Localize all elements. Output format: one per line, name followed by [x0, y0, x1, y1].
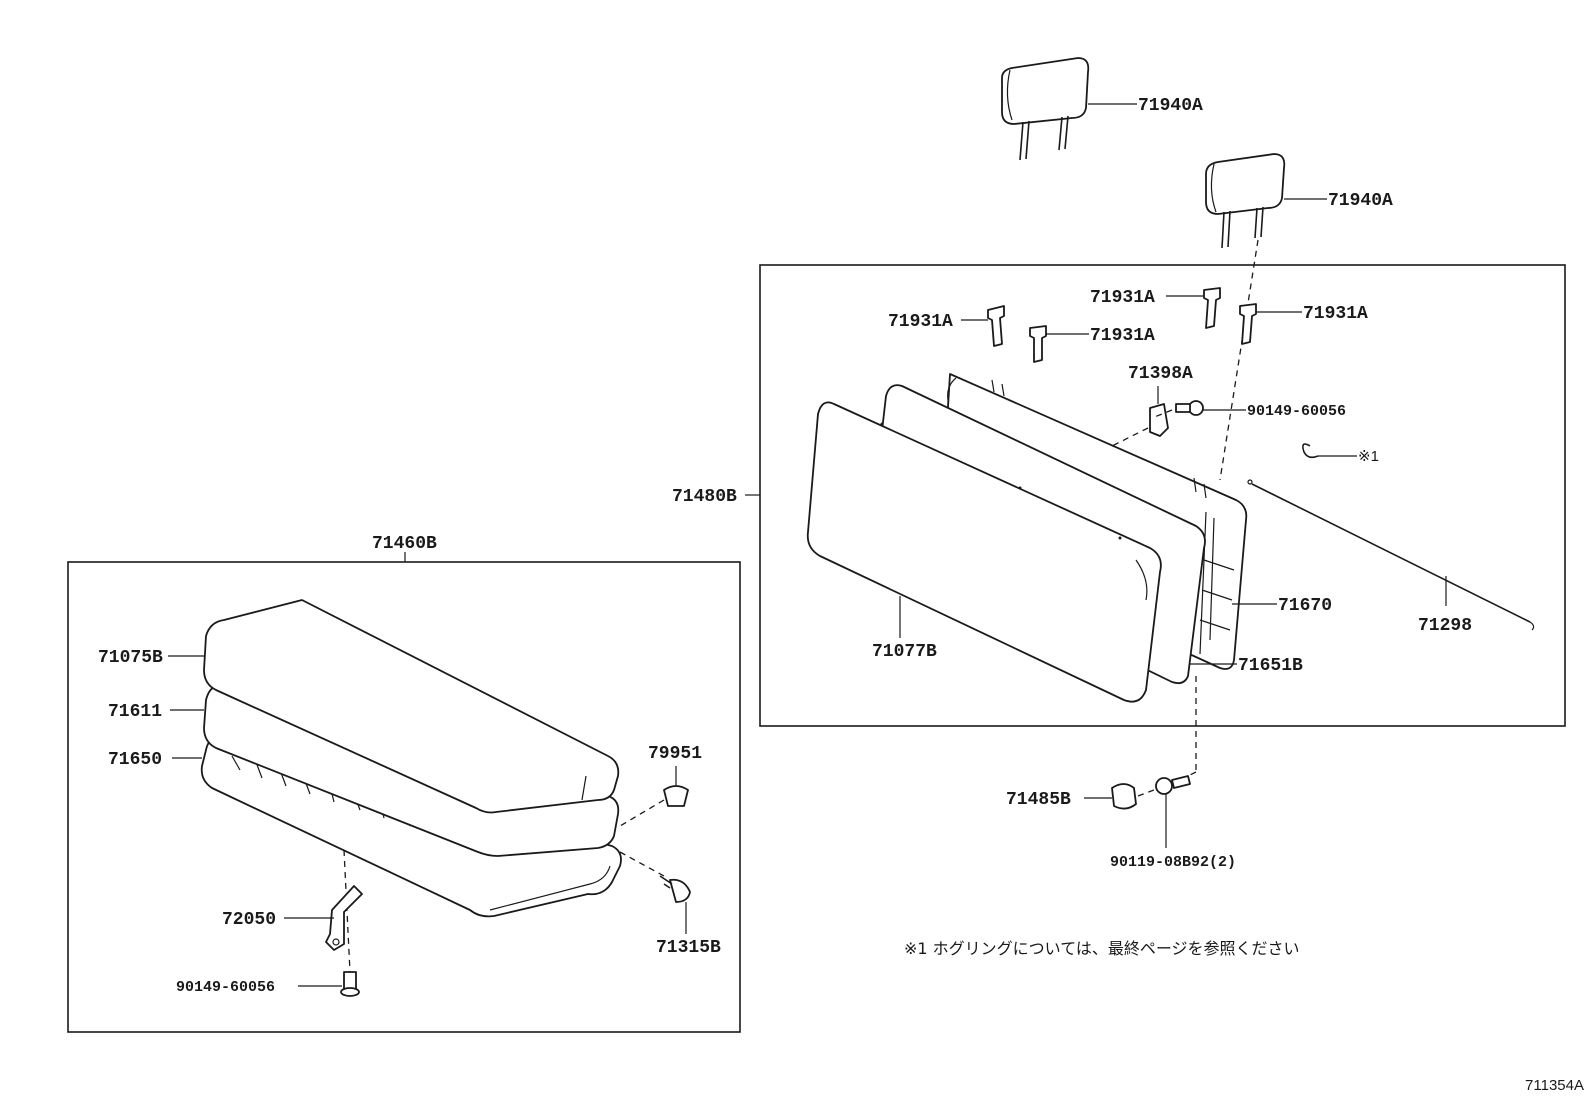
bolt-upper: [1175, 400, 1204, 416]
label-cushion-frame: 71650: [108, 750, 162, 770]
dash-headrest-guide: [1219, 239, 1259, 481]
dash-hinge-cover: [1111, 427, 1149, 447]
label-bolt-lower: 90149-60056: [176, 979, 275, 996]
dash-clip: [619, 799, 665, 827]
seat-cushion-frame-box: [67, 561, 741, 1033]
label-clip: 79951: [648, 744, 702, 764]
label-back-assembly: 71480B: [672, 487, 737, 507]
support-mid: [1029, 325, 1047, 363]
support-upper: [1203, 287, 1221, 329]
wire-71298: [1247, 479, 1535, 631]
label-support-mid: 71931A: [1090, 326, 1155, 346]
label-headrest-second: 71940A: [1328, 191, 1393, 211]
label-back-pad: 71651B: [1238, 656, 1303, 676]
label-cap: 71485B: [1006, 790, 1071, 810]
dash-stopper: [619, 851, 665, 877]
seat-back-cover-71077B: [806, 401, 1162, 703]
cap-71485B: [1111, 783, 1137, 810]
cushion-cover-71075B: [203, 599, 620, 814]
label-hog-ring: ※1: [1358, 448, 1379, 465]
label-bracket: 72050: [222, 910, 276, 930]
dash-cap: [1137, 789, 1155, 797]
reference-code: 711354A: [1525, 1077, 1584, 1094]
hog-ring-note: ※1 ホグリングについては、最終ページを参照ください: [904, 939, 1300, 958]
headrest-upper: [1001, 57, 1090, 161]
label-stopper: 71315B: [656, 938, 721, 958]
hinge-cover: [1149, 403, 1169, 437]
dash-bracket: [343, 849, 351, 973]
label-bolt-upper: 90149-60056: [1247, 403, 1346, 420]
headrest-second: [1205, 153, 1286, 249]
label-back-cover: 71077B: [872, 642, 937, 662]
label-wire: 71298: [1418, 616, 1472, 636]
label-headrest-upper: 71940A: [1138, 96, 1203, 116]
label-support-left: 71931A: [888, 312, 953, 332]
support-right: [1239, 303, 1257, 345]
label-support-upper: 71931A: [1090, 288, 1155, 308]
label-back-frame: 71670: [1278, 596, 1332, 616]
bolt-back: [1155, 775, 1191, 795]
label-hinge-cover: 71398A: [1128, 364, 1193, 384]
hog-ring: [1302, 443, 1319, 459]
label-cushion-cover: 71075B: [98, 648, 163, 668]
stopper-71315B: [659, 875, 691, 903]
support-left: [987, 305, 1005, 347]
label-support-right: 71931A: [1303, 304, 1368, 324]
label-cushion-assembly: 71460B: [372, 534, 437, 554]
label-cushion-pad: 71611: [108, 702, 162, 722]
bolt-lower: [340, 971, 360, 997]
clip-79951: [663, 785, 689, 807]
dash-bolt-upper: [1151, 409, 1173, 419]
label-bolt-back: 90119-08B92(2): [1110, 854, 1236, 871]
